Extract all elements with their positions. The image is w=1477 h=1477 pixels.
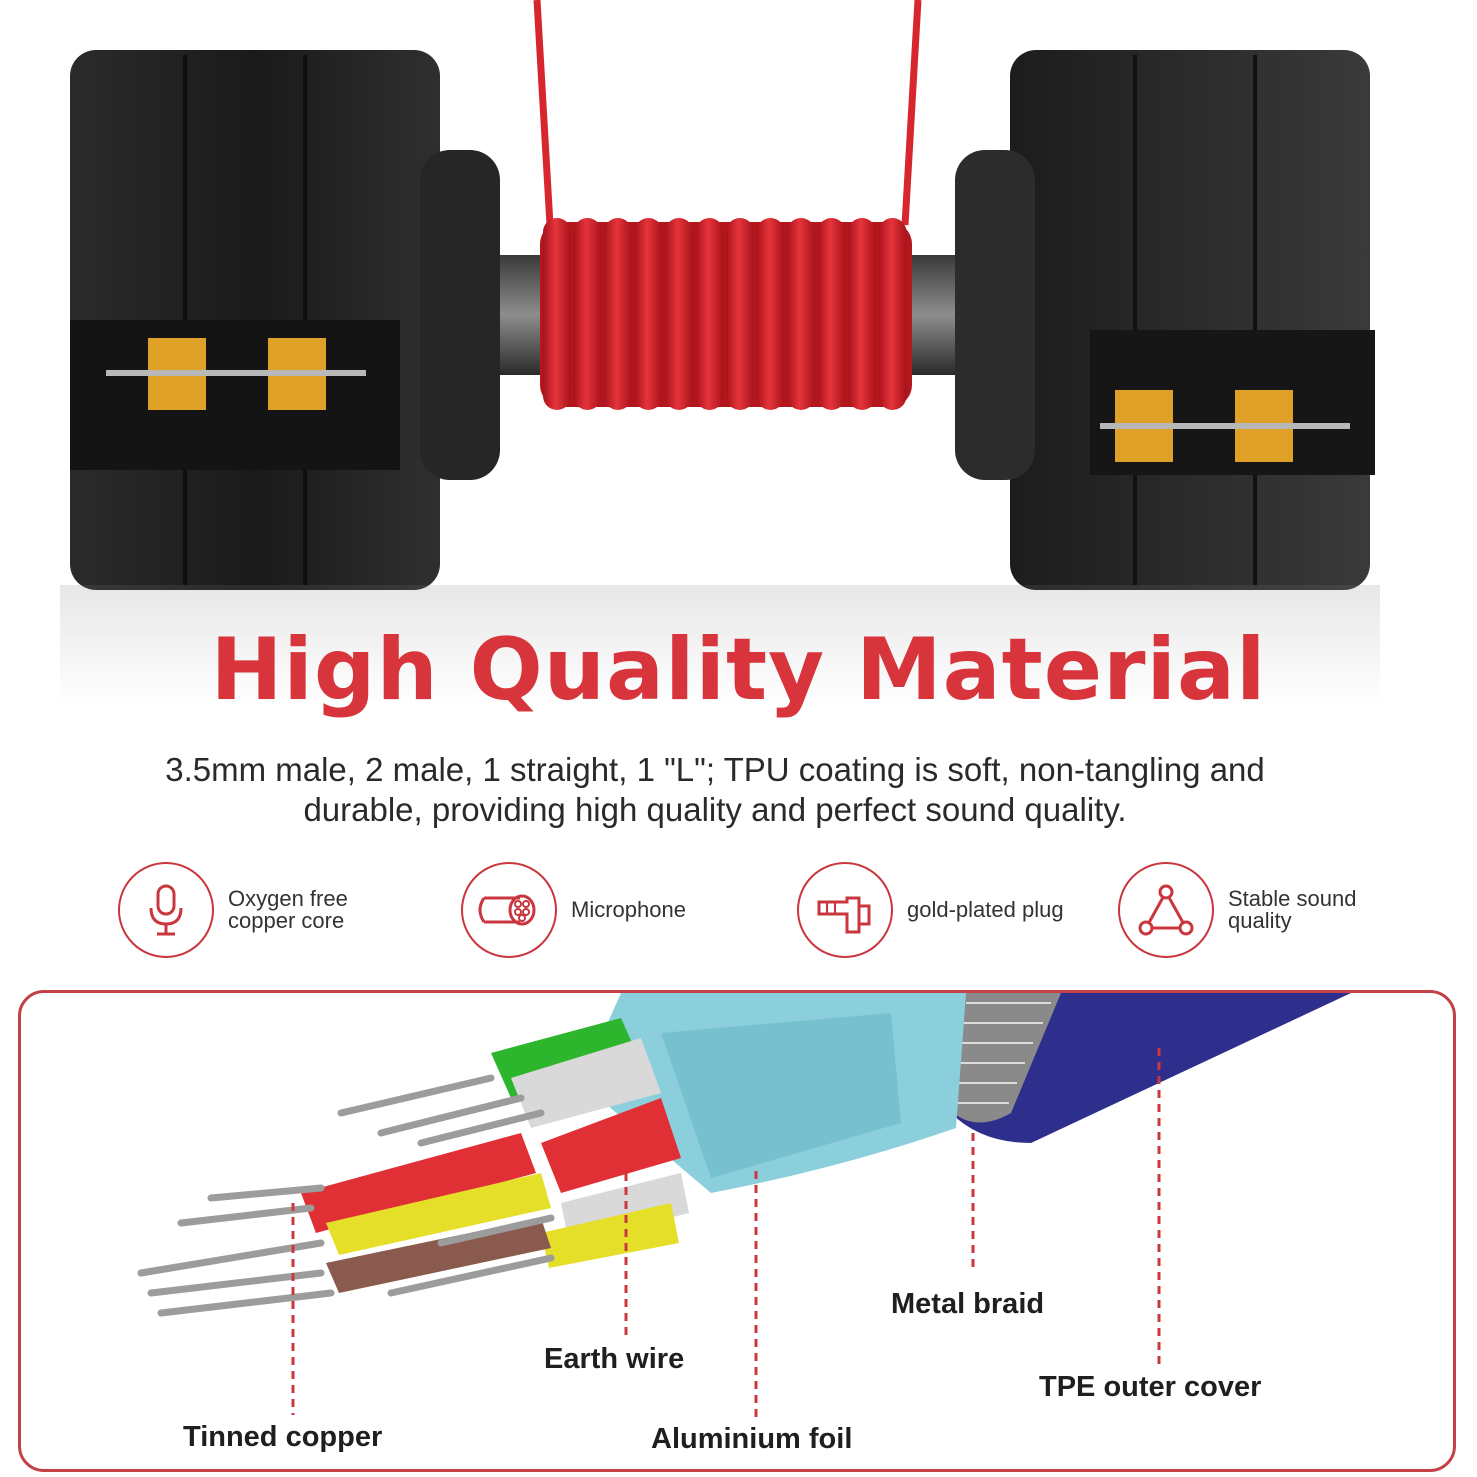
feature-label: Microphone	[571, 897, 686, 922]
coil-loop	[787, 218, 815, 410]
label-tpe-outer-cover: TPE outer cover	[1039, 1371, 1262, 1403]
cable-structure-panel: Metal braid Earth wire TPE outer cover T…	[18, 990, 1456, 1472]
feature-label: gold-plated plug	[907, 897, 1064, 922]
feature-label: Oxygen free copper core	[228, 886, 348, 933]
coil-loop	[665, 218, 693, 410]
description-line-1: 3.5mm male, 2 male, 1 straight, 1 "L"; T…	[165, 751, 1265, 788]
coil-loop	[543, 218, 571, 410]
microphone-icon	[118, 862, 214, 958]
coil-loop	[634, 218, 663, 410]
feature-microphone: Microphone	[461, 862, 686, 958]
feature-oxygen-free-copper: Oxygen free copper core	[118, 862, 348, 958]
label-earth-wire: Earth wire	[544, 1343, 685, 1375]
coil-loop	[604, 218, 632, 410]
cable-cross-section-illustration	[137, 993, 1351, 1317]
coil-loop	[878, 218, 907, 410]
feature-stable-sound: Stable sound quality	[1118, 862, 1356, 958]
label-aluminium-foil: Aluminium foil	[651, 1423, 853, 1455]
feature-label: Stable sound quality	[1228, 886, 1357, 933]
triangle-nodes-icon	[1118, 862, 1214, 958]
product-hero-image	[70, 0, 1375, 590]
feature-gold-plated-plug: gold-plated plug	[797, 862, 1064, 958]
product-description: 3.5mm male, 2 male, 1 straight, 1 "L"; T…	[60, 750, 1370, 830]
label-tinned-copper: Tinned copper	[183, 1421, 383, 1453]
coil-loop	[756, 218, 785, 410]
hero-reflection	[60, 585, 1380, 705]
coil-loop	[695, 218, 724, 410]
callout-leader-lines	[291, 1048, 1161, 1419]
description-line-2: durable, providing high quality and perf…	[303, 791, 1127, 828]
coil-loop	[848, 218, 876, 410]
coil-loop	[573, 218, 602, 410]
coil-loop	[817, 218, 846, 410]
label-metal-braid: Metal braid	[891, 1288, 1045, 1320]
cable-core-icon	[461, 862, 557, 958]
page-title: High Quality Material	[210, 620, 1267, 720]
coil-loop	[726, 218, 754, 410]
angled-plug-icon	[797, 862, 893, 958]
